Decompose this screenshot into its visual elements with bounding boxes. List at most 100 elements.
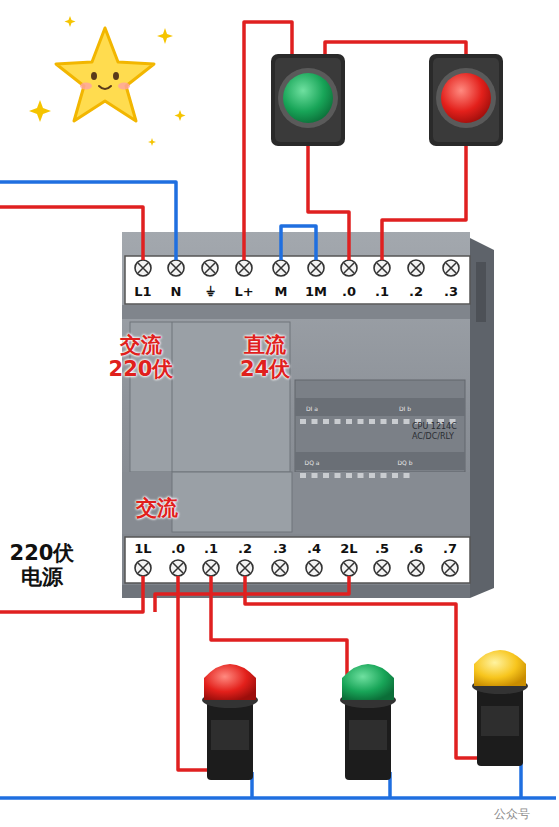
terminal-screw (374, 260, 390, 276)
red-push-button (429, 54, 503, 146)
terminal-screw (203, 560, 219, 576)
terminal-screw (170, 560, 186, 576)
terminal-name: ⏚ (206, 285, 215, 300)
led (381, 419, 387, 424)
terminal-screw (443, 260, 459, 276)
red-pilot-lamp (202, 664, 258, 780)
led (392, 473, 398, 478)
terminal-screws (135, 260, 459, 576)
led (358, 473, 364, 478)
voltage-note: 直流 24伏 (229, 333, 301, 381)
terminal-screw (237, 560, 253, 576)
terminal-cross (309, 563, 319, 573)
terminal-screw (236, 260, 252, 276)
terminal-name: 1M (305, 285, 327, 300)
terminal-name: .0 (342, 285, 356, 300)
terminal-cross (275, 563, 285, 573)
terminal-screw (306, 560, 322, 576)
terminal-cross (240, 563, 250, 573)
terminal-name: .2 (238, 542, 252, 557)
model-label: CPU 1214C (412, 422, 457, 431)
terminal-cross (206, 563, 216, 573)
terminal-screw (374, 560, 390, 576)
terminal-name: L+ (234, 285, 253, 300)
terminal-screw (135, 260, 151, 276)
terminal-name: N (171, 285, 182, 300)
terminal-cross (446, 263, 456, 273)
led (404, 473, 410, 478)
voltage-note: 交流 220伏 (105, 333, 177, 381)
terminal-screw (408, 260, 424, 276)
terminal-screw (408, 560, 424, 576)
io-group-label: DI b (399, 406, 411, 413)
terminal-cross (377, 263, 387, 273)
led (312, 419, 318, 424)
terminal-screw (341, 560, 357, 576)
terminal-name: M (275, 285, 288, 300)
led (335, 419, 341, 424)
watermark: 公众号 (491, 808, 533, 822)
terminal-name: .1 (204, 542, 218, 557)
terminal-name: 2L (340, 542, 357, 557)
terminal-cross (171, 263, 181, 273)
led (369, 473, 375, 478)
led (323, 473, 329, 478)
terminal-name: .4 (307, 542, 321, 557)
voltage-note: 220伏 电源 (5, 541, 79, 589)
led (323, 419, 329, 424)
led (369, 419, 375, 424)
led (381, 473, 387, 478)
sparkles (29, 16, 186, 146)
green-pilot-lamp (340, 664, 396, 780)
terminal-name: .6 (409, 542, 423, 557)
terminal-screw (168, 260, 184, 276)
io-group-label: DI a (306, 406, 318, 413)
led (346, 419, 352, 424)
terminal-cross (344, 563, 354, 573)
terminal-cross (377, 563, 387, 573)
terminal-cross (411, 263, 421, 273)
yellow-pilot-lamp (472, 650, 528, 766)
terminal-name: .7 (443, 542, 457, 557)
green-push-button (271, 54, 345, 146)
led (358, 419, 364, 424)
terminal-name: L1 (134, 285, 151, 300)
star-mascot (56, 28, 154, 121)
io-group-label: DQ b (397, 460, 412, 467)
terminal-name: .2 (409, 285, 423, 300)
terminal-cross (445, 563, 455, 573)
terminal-screw (273, 260, 289, 276)
terminal-cross (411, 563, 421, 573)
terminal-name: .3 (273, 542, 287, 557)
terminal-cross (205, 263, 215, 273)
terminal-cross (138, 563, 148, 573)
terminal-cross (276, 263, 286, 273)
led (300, 419, 306, 424)
led (392, 419, 398, 424)
terminal-screw (308, 260, 324, 276)
terminal-cross (239, 263, 249, 273)
led (335, 473, 341, 478)
terminal-screw (272, 560, 288, 576)
led (346, 473, 352, 478)
led (300, 473, 306, 478)
plc-housing (122, 232, 494, 598)
terminal-name: .1 (375, 285, 389, 300)
voltage-note: 交流 (136, 496, 178, 520)
terminal-cross (173, 563, 183, 573)
terminal-cross (138, 263, 148, 273)
terminal-strip (125, 256, 470, 304)
terminal-screw (135, 560, 151, 576)
terminal-screw (202, 260, 218, 276)
led (404, 419, 410, 424)
wires (0, 22, 556, 798)
terminal-name: .0 (171, 542, 185, 557)
terminal-screw (442, 560, 458, 576)
terminal-name: 1L (134, 542, 151, 557)
terminal-screw (341, 260, 357, 276)
terminal-cross (311, 263, 321, 273)
terminal-name: .3 (444, 285, 458, 300)
io-group-label: DQ a (305, 460, 320, 467)
terminal-name: .5 (375, 542, 389, 557)
